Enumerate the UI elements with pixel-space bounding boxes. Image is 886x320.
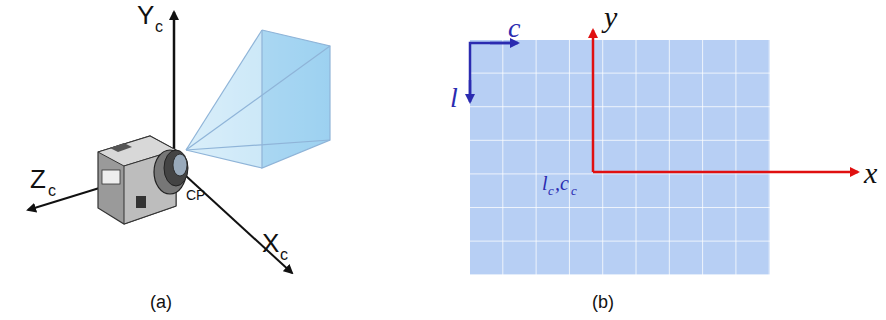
axis-label: l (450, 84, 458, 112)
camera-axes (28, 12, 292, 273)
axis-label: x (864, 158, 877, 188)
point-label: CP (186, 188, 205, 202)
image-axes (593, 30, 858, 172)
view-frustum (186, 30, 330, 168)
axis-subscript: c (155, 19, 163, 35)
pixel-axes (470, 43, 518, 102)
origin-label: ,c (555, 173, 569, 193)
axis-label: c (508, 14, 520, 42)
axis-label: y (604, 2, 617, 32)
axis-label: Z (30, 166, 46, 192)
axis-subscript: c (280, 247, 288, 263)
panel-label: (a) (150, 293, 172, 311)
axis-label: X (262, 230, 279, 256)
origin-subscript: c (571, 184, 577, 197)
axis-subscript: c (48, 183, 56, 199)
origin-label: l (542, 173, 548, 193)
axis-label: Y (137, 2, 154, 28)
panel-label: (b) (592, 293, 614, 311)
camera-icon (98, 136, 188, 224)
pixel-grid (470, 40, 770, 275)
origin-subscript: c (548, 184, 554, 197)
